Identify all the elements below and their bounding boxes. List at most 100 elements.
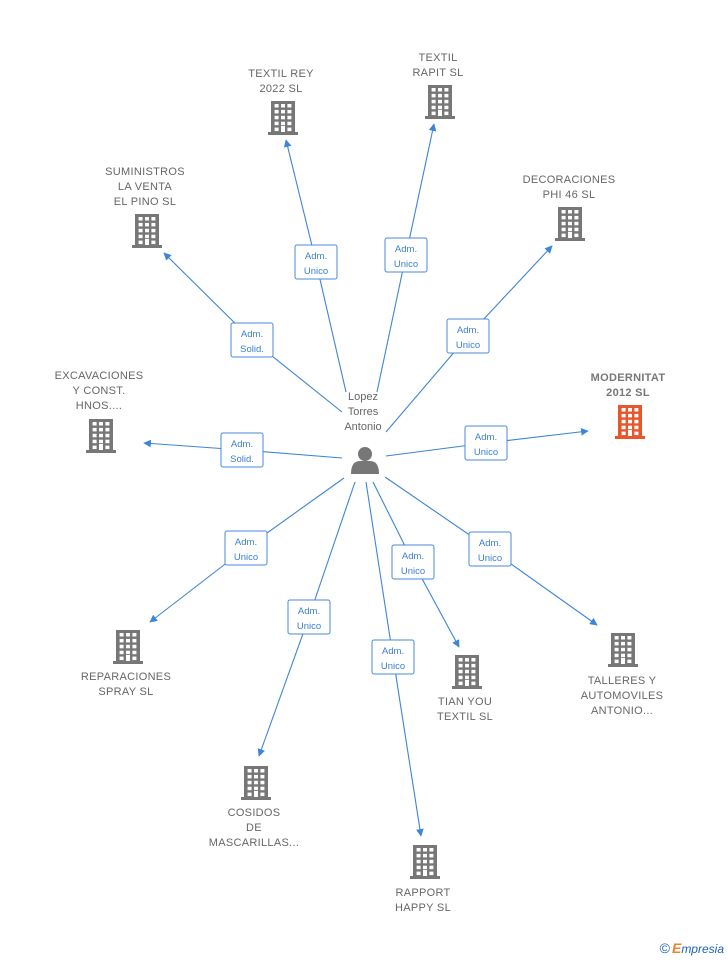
company-name-line: 2012 SL [606, 387, 650, 399]
company-name-line: AUTOMOVILES [581, 690, 664, 702]
building-icon [615, 405, 645, 439]
edge-arrow-textil-rey-2022 [283, 139, 317, 263]
relation-label-decoraciones-phi-46[interactable]: Adm. Unico [446, 318, 490, 354]
company-name-line: RAPPORT [395, 887, 450, 899]
relation-text: Adm. [475, 432, 497, 443]
building-icon [268, 101, 298, 135]
person-icon [351, 447, 379, 474]
brand-initial: E [671, 940, 682, 956]
relation-label-talleres-automoviles[interactable]: Adm. Unico [468, 531, 512, 567]
relation-text: Adm. [231, 439, 253, 450]
company-name-line: TEXTIL SL [437, 711, 493, 723]
company-name-line: HAPPY SL [395, 902, 451, 914]
building-icon [555, 207, 585, 241]
relation-text: Unico [401, 566, 425, 577]
building-icon [241, 766, 271, 800]
company-name-line: COSIDOS [228, 807, 281, 819]
relation-text: Unico [478, 553, 502, 564]
person-name-line: Lopez [348, 391, 378, 403]
company-name-line: DE [246, 822, 262, 834]
company-node-suministros-la-venta[interactable]: SUMINISTROS LA VENTA EL PINO SL [105, 166, 185, 248]
company-name-line: TEXTIL [418, 52, 457, 64]
relation-text: Unico [297, 621, 321, 632]
company-node-tian-you-textil[interactable]: TIAN YOU TEXTIL SL [437, 655, 493, 723]
company-name-line: SPRAY SL [98, 686, 153, 698]
relation-text: Unico [474, 447, 498, 458]
relation-label-suministros-la-venta[interactable]: Adm. Solid. [230, 322, 274, 358]
building-icon [132, 214, 162, 248]
edge-arrow-rapport-happy [392, 656, 424, 837]
copyright-brand: ©Empresia [660, 940, 724, 956]
relation-text: Unico [304, 266, 328, 277]
building-icon [425, 85, 455, 119]
person-name-line: Antonio [344, 421, 381, 433]
edge-rapport-happy [365, 481, 394, 658]
relation-text: Solid. [240, 344, 264, 355]
company-name-line: TALLERES Y [588, 675, 657, 687]
company-name-line: HNOS.... [76, 400, 122, 412]
company-node-modernitat-2012[interactable]: MODERNITAT 2012 SL [591, 372, 666, 439]
relation-text: Adm. [479, 538, 501, 549]
relation-text: Unico [394, 259, 418, 270]
relation-label-rapport-happy[interactable]: Adm. Unico [371, 639, 415, 675]
brand-name: mpresia [681, 942, 724, 956]
relation-text: Unico [234, 552, 258, 563]
building-icon [452, 655, 482, 689]
edge-arrow-textil-rapit [405, 123, 437, 256]
edge-arrow-cosidos-mascarillas [257, 616, 310, 757]
company-name-line: MODERNITAT [591, 372, 666, 384]
company-name-line: SUMINISTROS [105, 166, 185, 178]
company-node-excavaciones[interactable]: EXCAVACIONES Y CONST. HNOS.... [55, 370, 144, 453]
relation-label-excavaciones[interactable]: Adm. Solid. [220, 432, 264, 468]
relation-text: Adm. [395, 244, 417, 255]
company-name-line: DECORACIONES [523, 174, 616, 186]
building-icon [113, 630, 143, 664]
company-name-line: TEXTIL REY [248, 68, 314, 80]
relation-label-cosidos-mascarillas[interactable]: Adm. Unico [287, 599, 331, 635]
relation-text: Adm. [402, 551, 424, 562]
company-name-line: 2022 SL [259, 83, 302, 95]
edge-cosidos-mascarillas [308, 481, 356, 618]
relation-text: Adm. [382, 646, 404, 657]
company-node-textil-rapit[interactable]: TEXTIL RAPIT SL [412, 52, 463, 119]
relation-text: Solid. [230, 454, 254, 465]
relation-text: Adm. [305, 251, 327, 262]
company-node-talleres-automoviles[interactable]: TALLERES Y AUTOMOVILES ANTONIO... [581, 633, 664, 717]
relation-text: Adm. [235, 537, 257, 548]
person-name-line: Torres [348, 406, 379, 418]
company-name-line: REPARACIONES [81, 671, 171, 683]
company-name-line: RAPIT SL [412, 67, 463, 79]
edges-layer [143, 123, 598, 837]
relation-label-modernitat-2012[interactable]: Adm. Unico [464, 425, 508, 461]
relation-label-textil-rapit[interactable]: Adm. Unico [384, 237, 428, 273]
copyright-icon: © [659, 940, 670, 956]
company-name-line: PHI 46 SL [543, 189, 596, 201]
company-name-line: TIAN YOU [438, 696, 492, 708]
company-name-line: EXCAVACIONES [55, 370, 144, 382]
relation-text: Adm. [457, 325, 479, 336]
company-name-line: MASCARILLAS... [209, 837, 299, 849]
relation-label-reparaciones-spray[interactable]: Adm. Unico [224, 530, 268, 566]
company-node-reparaciones-spray[interactable]: REPARACIONES SPRAY SL [81, 630, 171, 698]
edge-textil-rapit [376, 254, 407, 393]
company-node-rapport-happy[interactable]: RAPPORT HAPPY SL [395, 845, 451, 914]
company-nodes-layer: TEXTIL REY 2022 SL TEXTIL RAPIT SL SUMINISTR… [55, 52, 666, 914]
relation-text: Adm. [241, 329, 263, 340]
company-node-decoraciones-phi-46[interactable]: DECORACIONES PHI 46 SL [523, 174, 616, 241]
relation-label-textil-rey-2022[interactable]: Adm. Unico [294, 244, 338, 280]
company-node-cosidos-mascarillas[interactable]: COSIDOS DE MASCARILLAS... [209, 766, 299, 849]
building-icon [410, 845, 440, 879]
company-name-line: LA VENTA [118, 181, 173, 193]
company-name-line: ANTONIO... [591, 705, 653, 717]
company-name-line: Y CONST. [73, 385, 126, 397]
relation-text: Adm. [298, 606, 320, 617]
relation-label-tian-you-textil[interactable]: Adm. Unico [391, 544, 435, 580]
relation-text: Unico [456, 340, 480, 351]
relations-layer: Adm.UnicoAdm.UnicoAdm.Solid.Adm.UnicoAdm… [220, 237, 512, 675]
company-name-line: EL PINO SL [114, 196, 177, 208]
relation-text: Unico [381, 661, 405, 672]
company-node-textil-rey-2022[interactable]: TEXTIL REY 2022 SL [248, 68, 314, 135]
building-icon [86, 419, 116, 453]
